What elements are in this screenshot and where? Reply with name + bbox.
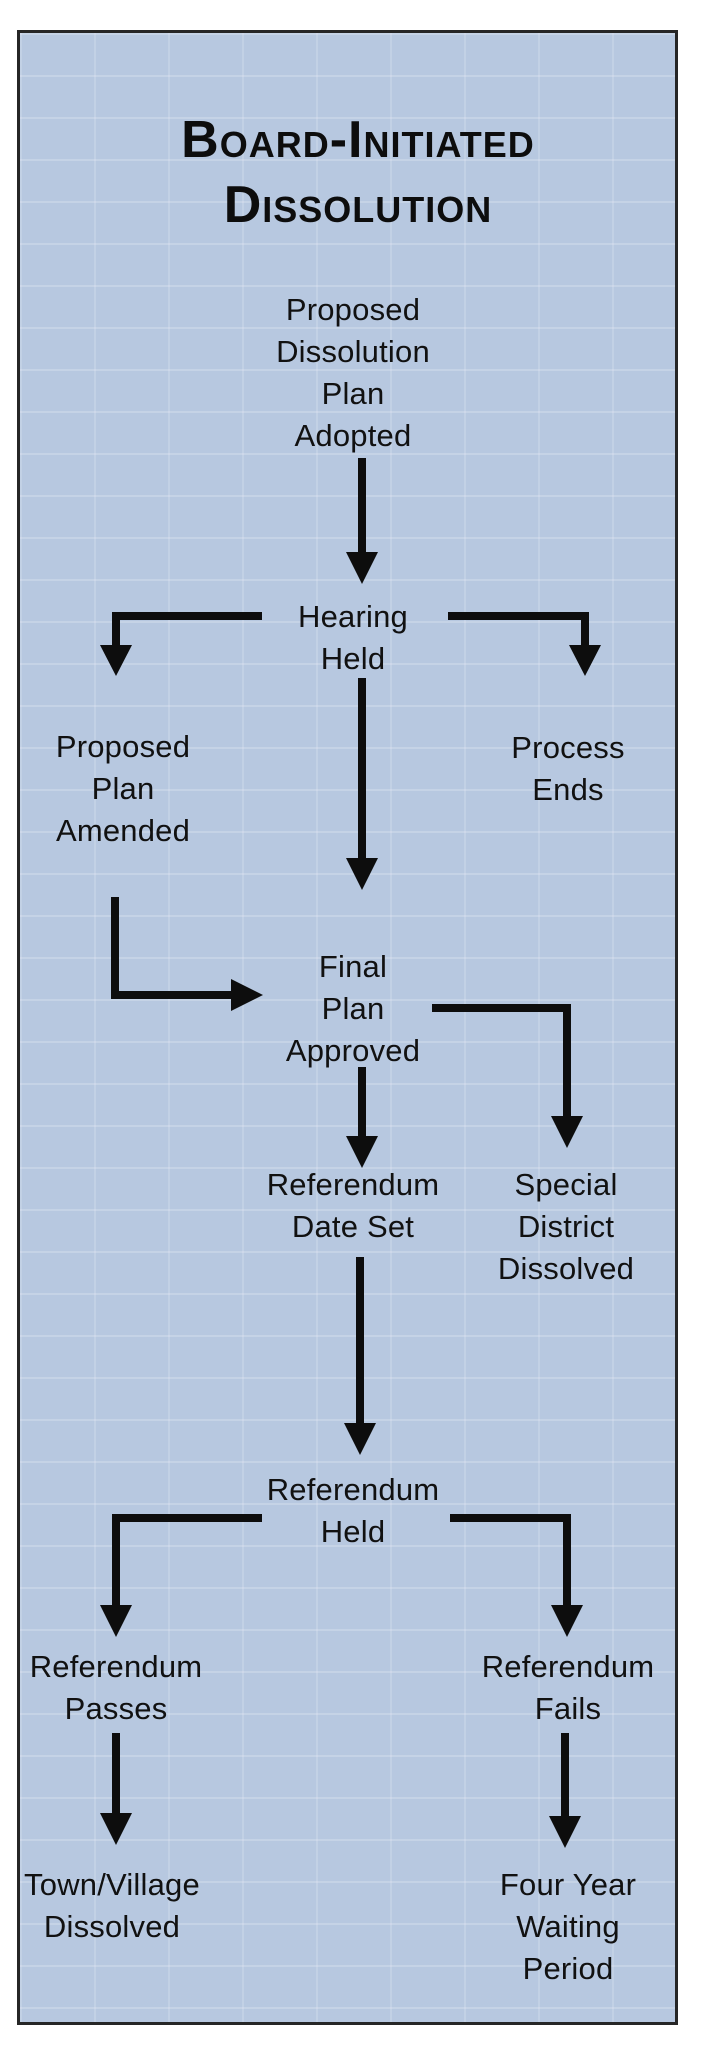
node-referendum-fails: Referendum Fails [436, 1646, 700, 1730]
node-line: Four Year [499, 1867, 637, 1902]
node-line: Plan [321, 991, 385, 1026]
node-line: Referendum [29, 1649, 203, 1684]
chart-title-line2: Dissolution [223, 176, 493, 234]
node-line: Dissolution [276, 334, 430, 369]
node-referendum-held: Referendum Held [203, 1469, 503, 1553]
arrow-passes-to-town [100, 1733, 132, 1845]
node-special-district-dissolved: Special District Dissolved [428, 1164, 704, 1290]
chart-title: Board-Initiated Dissolution [28, 108, 688, 238]
node-line: Proposed [285, 292, 421, 327]
node-line: Ends [532, 772, 604, 807]
node-line: Held [320, 641, 386, 676]
node-hearing-held: Hearing Held [203, 596, 503, 680]
node-line: Period [522, 1951, 614, 1986]
node-line: Town/Village [24, 1867, 200, 1902]
arrow-hearing-to-final [346, 678, 378, 890]
node-referendum-date-set: Referendum Date Set [203, 1164, 503, 1248]
node-line: District [517, 1209, 615, 1244]
node-line: Date Set [291, 1209, 415, 1244]
node-four-year-waiting-period: Four Year Waiting Period [436, 1864, 700, 1990]
arrow-dateset-to-held [344, 1257, 376, 1455]
node-line: Plan [321, 376, 385, 411]
node-line: Passes [64, 1691, 168, 1726]
arrow-approved-to-dateset [346, 1067, 378, 1168]
node-line: Referendum [266, 1167, 440, 1202]
node-proposed-plan-amended: Proposed Plan Amended [0, 726, 246, 852]
node-line: Special [514, 1167, 618, 1202]
node-line: Referendum [266, 1472, 440, 1507]
node-line: Proposed [55, 729, 191, 764]
node-line: Referendum [481, 1649, 655, 1684]
node-line: Dissolved [43, 1909, 181, 1944]
node-line: Held [320, 1514, 386, 1549]
node-process-ends: Process Ends [418, 727, 704, 811]
node-line: Fails [534, 1691, 602, 1726]
node-line: Hearing [298, 599, 408, 634]
node-town-village-dissolved: Town/Village Dissolved [0, 1864, 224, 1948]
arrow-held-to-fails [450, 1514, 583, 1637]
arrow-final-to-special [432, 1004, 583, 1148]
arrow-adopted-to-hearing [346, 458, 378, 584]
arrow-amended-to-final [111, 897, 263, 1011]
node-line: Plan [91, 771, 155, 806]
node-line: Dissolved [497, 1251, 635, 1286]
node-line: Process [511, 730, 625, 765]
node-line: Waiting [516, 1909, 620, 1944]
arrow-hearing-to-process-ends [448, 612, 601, 676]
chart-title-line1: Board-Initiated [181, 111, 535, 169]
arrow-fails-to-fouryear [549, 1733, 581, 1848]
node-line: Adopted [294, 418, 412, 453]
node-line: Amended [55, 813, 191, 848]
node-line: Final [318, 949, 388, 984]
node-final-plan-approved: Final Plan Approved [203, 946, 503, 1072]
node-proposed-dissolution-plan-adopted: Proposed Dissolution Plan Adopted [208, 289, 498, 457]
arrow-hearing-to-amended [100, 612, 262, 676]
node-referendum-passes: Referendum Passes [0, 1646, 232, 1730]
node-line: Approved [285, 1033, 421, 1068]
arrow-held-to-passes [100, 1514, 262, 1637]
